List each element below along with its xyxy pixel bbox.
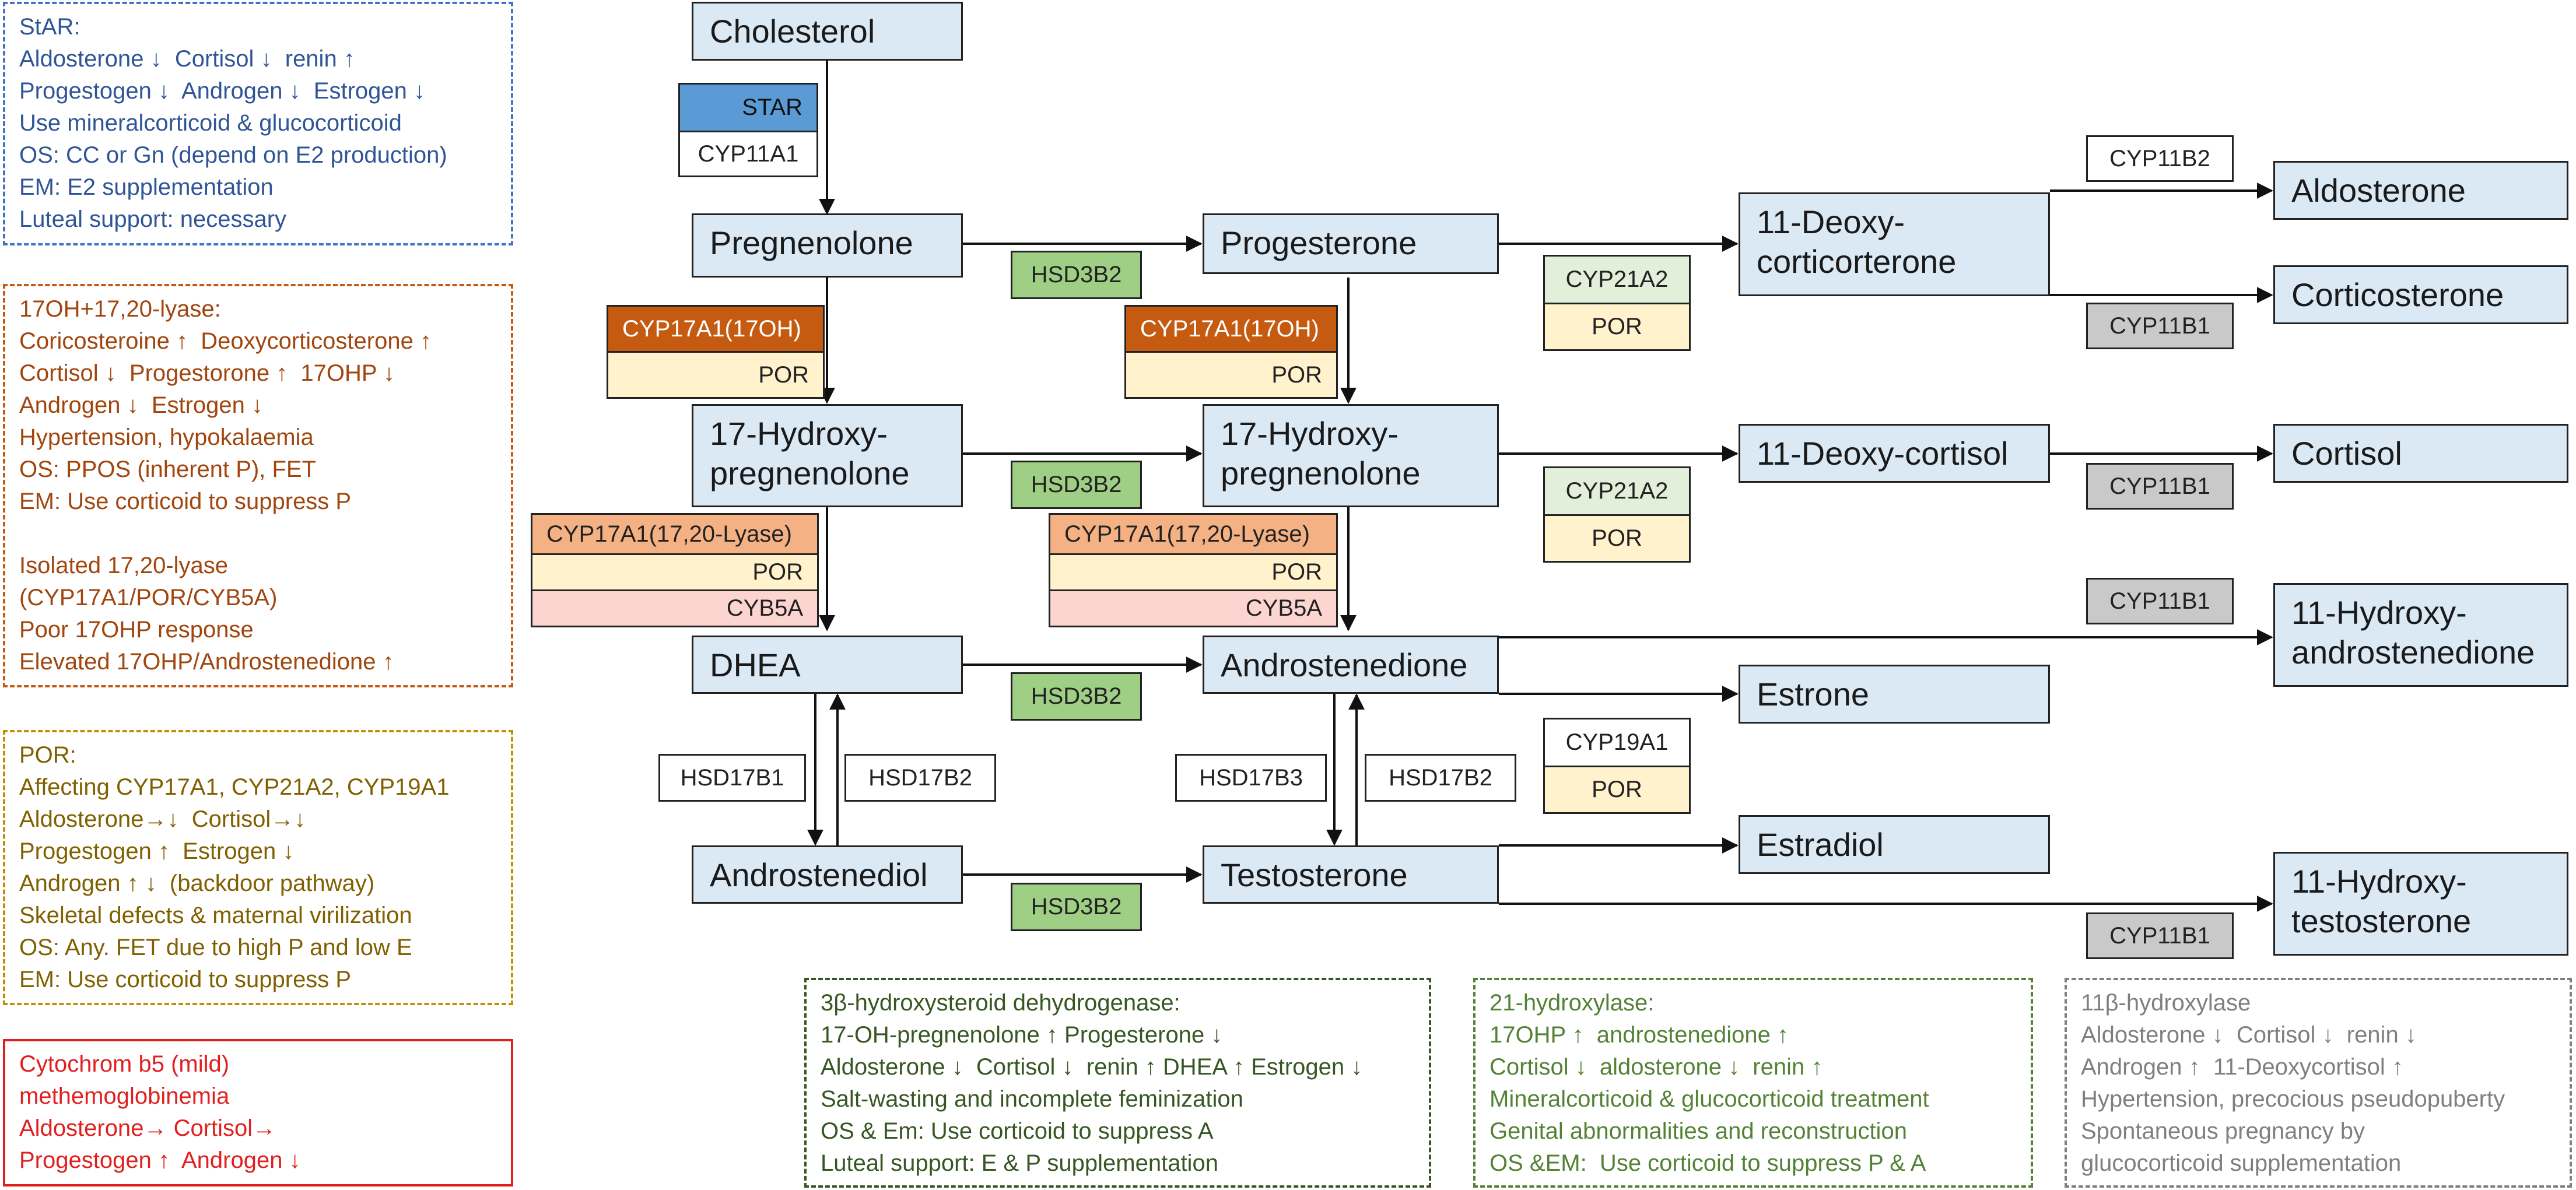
enzyme-cyb5a: CYB5A	[531, 589, 819, 627]
node-17-hydroxyprogesterone: 17-Hydroxy- pregnenolone	[1203, 404, 1499, 507]
node-aldosterone: Aldosterone	[2273, 161, 2568, 220]
enzyme-por: POR	[1543, 303, 1691, 351]
node-cortisol: Cortisol	[2273, 424, 2568, 483]
enzyme-cyp17a1-lyase: CYP17A1(17,20-Lyase)	[1049, 513, 1338, 555]
node-androstenedione: Androstenedione	[1203, 636, 1499, 694]
note-hsd3b2-deficiency: 3β-hydroxysteroid dehydrogenase: 17-OH-p…	[804, 978, 1431, 1188]
note-por-deficiency: POR: Affecting CYP17A1, CYP21A2, CYP19A1…	[3, 730, 513, 1005]
enzyme-hsd17b3: HSD17B3	[1175, 754, 1327, 802]
note-star-deficiency: StAR: Aldosterone ↓ Cortisol ↓ renin ↑ P…	[3, 2, 513, 245]
enzyme-por: POR	[1543, 766, 1691, 814]
node-17-hydroxypregnenolone: 17-Hydroxy- pregnenolone	[692, 404, 963, 507]
enzyme-cyp17a1-17oh: CYP17A1(17OH)	[607, 305, 825, 353]
enzyme-hsd3b2: HSD3B2	[1011, 461, 1142, 509]
enzyme-cyp11b2: CYP11B2	[2086, 135, 2234, 182]
enzyme-cyp19a1: CYP19A1	[1543, 718, 1691, 767]
note-cyp17a1-deficiency: 17OH+17,20-lyase: Coricosteroine ↑ Deoxy…	[3, 284, 513, 687]
node-deoxycorticosterone: 11-Deoxy- corticorterone	[1739, 192, 2050, 296]
node-testosterone: Testosterone	[1203, 845, 1499, 904]
enzyme-hsd17b2: HSD17B2	[844, 754, 996, 802]
enzyme-por: POR	[1543, 514, 1691, 563]
enzyme-cyp21a2: CYP21A2	[1543, 466, 1691, 516]
enzyme-hsd17b1: HSD17B1	[658, 754, 806, 802]
enzyme-cyp11b1: CYP11B1	[2086, 912, 2234, 959]
enzyme-por: POR	[607, 351, 825, 399]
enzyme-hsd17b2: HSD17B2	[1365, 754, 1516, 802]
enzyme-hsd3b2: HSD3B2	[1011, 672, 1142, 721]
enzyme-cyp11b1: CYP11B1	[2086, 463, 2234, 510]
node-pregnenolone: Pregnenolone	[692, 213, 963, 278]
node-11-hydroxytestosterone: 11-Hydroxy- testosterone	[2273, 852, 2568, 956]
enzyme-star: STAR	[678, 83, 818, 132]
enzyme-por: POR	[531, 553, 819, 591]
node-androstenediol: Androstenediol	[692, 845, 963, 904]
node-11-hydroxyandrostenedione: 11-Hydroxy- androstenedione	[2273, 583, 2568, 687]
enzyme-por: POR	[1049, 553, 1338, 591]
node-estrone: Estrone	[1739, 665, 2050, 724]
enzyme-hsd3b2: HSD3B2	[1011, 251, 1142, 299]
enzyme-cyb5a: CYB5A	[1049, 589, 1338, 627]
enzyme-cyp17a1-17oh: CYP17A1(17OH)	[1124, 305, 1338, 353]
node-cholesterol: Cholesterol	[692, 2, 963, 61]
node-progesterone: Progesterone	[1203, 213, 1499, 274]
note-cyp21a2-deficiency: 21-hydroxylase: 17OHP ↑ androstenedione …	[1473, 978, 2033, 1188]
enzyme-cyp11b1: CYP11B1	[2086, 578, 2234, 624]
node-corticosterone: Corticosterone	[2273, 265, 2568, 324]
enzyme-cyp21a2: CYP21A2	[1543, 255, 1691, 304]
note-cytochrome-b5-deficiency: Cytochrom b5 (mild) methemoglobinemia Al…	[3, 1039, 513, 1187]
enzyme-cyp11b1: CYP11B1	[2086, 303, 2234, 349]
note-cyp11b1-deficiency: 11β-hydroxylase Aldosterone ↓ Cortisol ↓…	[2065, 978, 2572, 1188]
node-11-deoxycortisol: 11-Deoxy-cortisol	[1739, 424, 2050, 483]
enzyme-cyp17a1-lyase: CYP17A1(17,20-Lyase)	[531, 513, 819, 555]
enzyme-cyp11a1: CYP11A1	[678, 131, 818, 177]
node-dhea: DHEA	[692, 636, 963, 694]
node-estradiol: Estradiol	[1739, 815, 2050, 874]
enzyme-por: POR	[1124, 351, 1338, 399]
enzyme-hsd3b2: HSD3B2	[1011, 883, 1142, 931]
